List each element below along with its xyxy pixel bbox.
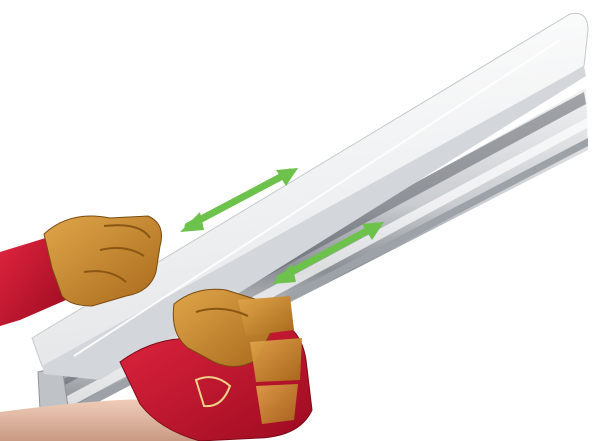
- cover-strip: [32, 13, 588, 380]
